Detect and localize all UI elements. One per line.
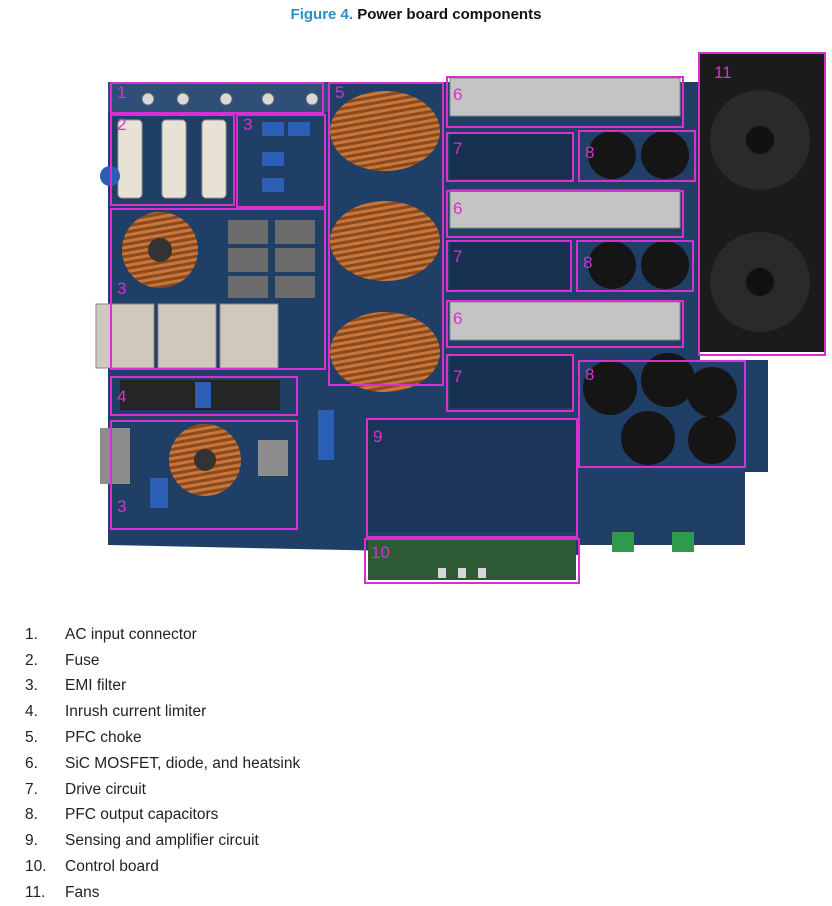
- legend-item: 6. SiC MOSFET, diode, and heatsink: [25, 751, 300, 777]
- legend-text: Drive circuit: [65, 780, 146, 798]
- callout-number: 2: [117, 115, 127, 134]
- legend-text: Control board: [65, 858, 159, 876]
- legend-text: Fuse: [65, 651, 100, 669]
- legend-item: 8. PFC output capacitors: [25, 803, 300, 829]
- callout-number: 6: [453, 85, 463, 104]
- legend-number: 8.: [25, 806, 38, 824]
- callout-capacitor-1: 8: [578, 130, 696, 182]
- callout-number: 1: [117, 83, 127, 102]
- callout-number: 8: [583, 253, 593, 272]
- legend-text: PFC output capacitors: [65, 806, 219, 824]
- legend-text: Fans: [65, 883, 100, 901]
- callout-number: 4: [117, 387, 127, 406]
- legend-number: 9.: [25, 832, 38, 850]
- callout-number: 6: [453, 309, 463, 328]
- legend-number: 4.: [25, 703, 38, 721]
- legend-item: 7. Drive circuit: [25, 777, 300, 803]
- figure-caption: Figure 4. Power board components: [0, 6, 832, 23]
- legend-item: 11. Fans: [25, 880, 300, 906]
- callout-emi-filter-c: 3: [110, 420, 298, 530]
- callout-capacitor-2: 8: [576, 240, 694, 292]
- callout-number: 10: [371, 543, 390, 562]
- callout-heatsink-3: 6: [446, 300, 684, 348]
- callout-number: 7: [453, 367, 463, 386]
- callout-capacitor-3: 8: [578, 360, 746, 468]
- callout-number: 9: [373, 427, 383, 446]
- callout-number: 7: [453, 247, 463, 266]
- legend-number: 3.: [25, 677, 38, 695]
- callout-drive-1: 7: [446, 132, 574, 182]
- callout-number: 5: [335, 83, 345, 102]
- legend-item: 9. Sensing and amplifier circuit: [25, 828, 300, 854]
- callout-heatsink-1: 6: [446, 76, 684, 128]
- callout-emi-filter-b: 3: [110, 208, 326, 370]
- component-legend: 1. AC input connector 2. Fuse 3. EMI filter…: [25, 622, 300, 906]
- callout-drive-2: 7: [446, 240, 572, 292]
- legend-item: 1. AC input connector: [25, 622, 300, 648]
- legend-text: Inrush current limiter: [65, 703, 207, 721]
- legend-item: 4. Inrush current limiter: [25, 699, 300, 725]
- figure-number: Figure 4.: [290, 6, 354, 23]
- legend-number: 5.: [25, 729, 38, 747]
- legend-number: 2.: [25, 651, 38, 669]
- legend-item: 2. Fuse: [25, 648, 300, 674]
- legend-text: AC input connector: [65, 625, 197, 643]
- callout-control-board: 10: [364, 538, 580, 584]
- power-board-photo: [95, 52, 826, 580]
- callout-number: 8: [585, 365, 595, 384]
- callout-emi-filter-a: 3: [236, 114, 326, 208]
- callout-number: 8: [585, 143, 595, 162]
- legend-item: 5. PFC choke: [25, 725, 300, 751]
- callout-number: 6: [453, 199, 463, 218]
- legend-text: Sensing and amplifier circuit: [65, 832, 259, 850]
- legend-number: 6.: [25, 754, 38, 772]
- callout-number: 3: [117, 279, 127, 298]
- legend-item: 10. Control board: [25, 854, 300, 880]
- figure-title: Power board components: [357, 6, 542, 23]
- legend-item: 3. EMI filter: [25, 674, 300, 700]
- legend-number: 1.: [25, 625, 38, 643]
- callout-fans: 11: [698, 52, 826, 356]
- callout-sensing: 9: [366, 418, 578, 538]
- callout-number: 3: [243, 115, 253, 134]
- callout-number: 11: [714, 63, 732, 82]
- legend-text: SiC MOSFET, diode, and heatsink: [65, 754, 301, 772]
- legend-text: PFC choke: [65, 729, 142, 747]
- legend-number: 11.: [25, 883, 46, 901]
- callout-inrush-limiter: 4: [110, 376, 298, 416]
- callout-heatsink-2: 6: [446, 190, 684, 238]
- callout-ac-input: 1: [110, 82, 324, 114]
- legend-number: 7.: [25, 780, 38, 798]
- callout-drive-3: 7: [446, 354, 574, 412]
- callout-fuse: 2: [110, 114, 235, 206]
- legend-number: 10.: [25, 858, 47, 876]
- callout-pfc-choke: 5: [328, 82, 444, 386]
- callout-number: 7: [453, 139, 463, 158]
- legend-text: EMI filter: [65, 677, 127, 695]
- callout-number: 3: [117, 497, 127, 516]
